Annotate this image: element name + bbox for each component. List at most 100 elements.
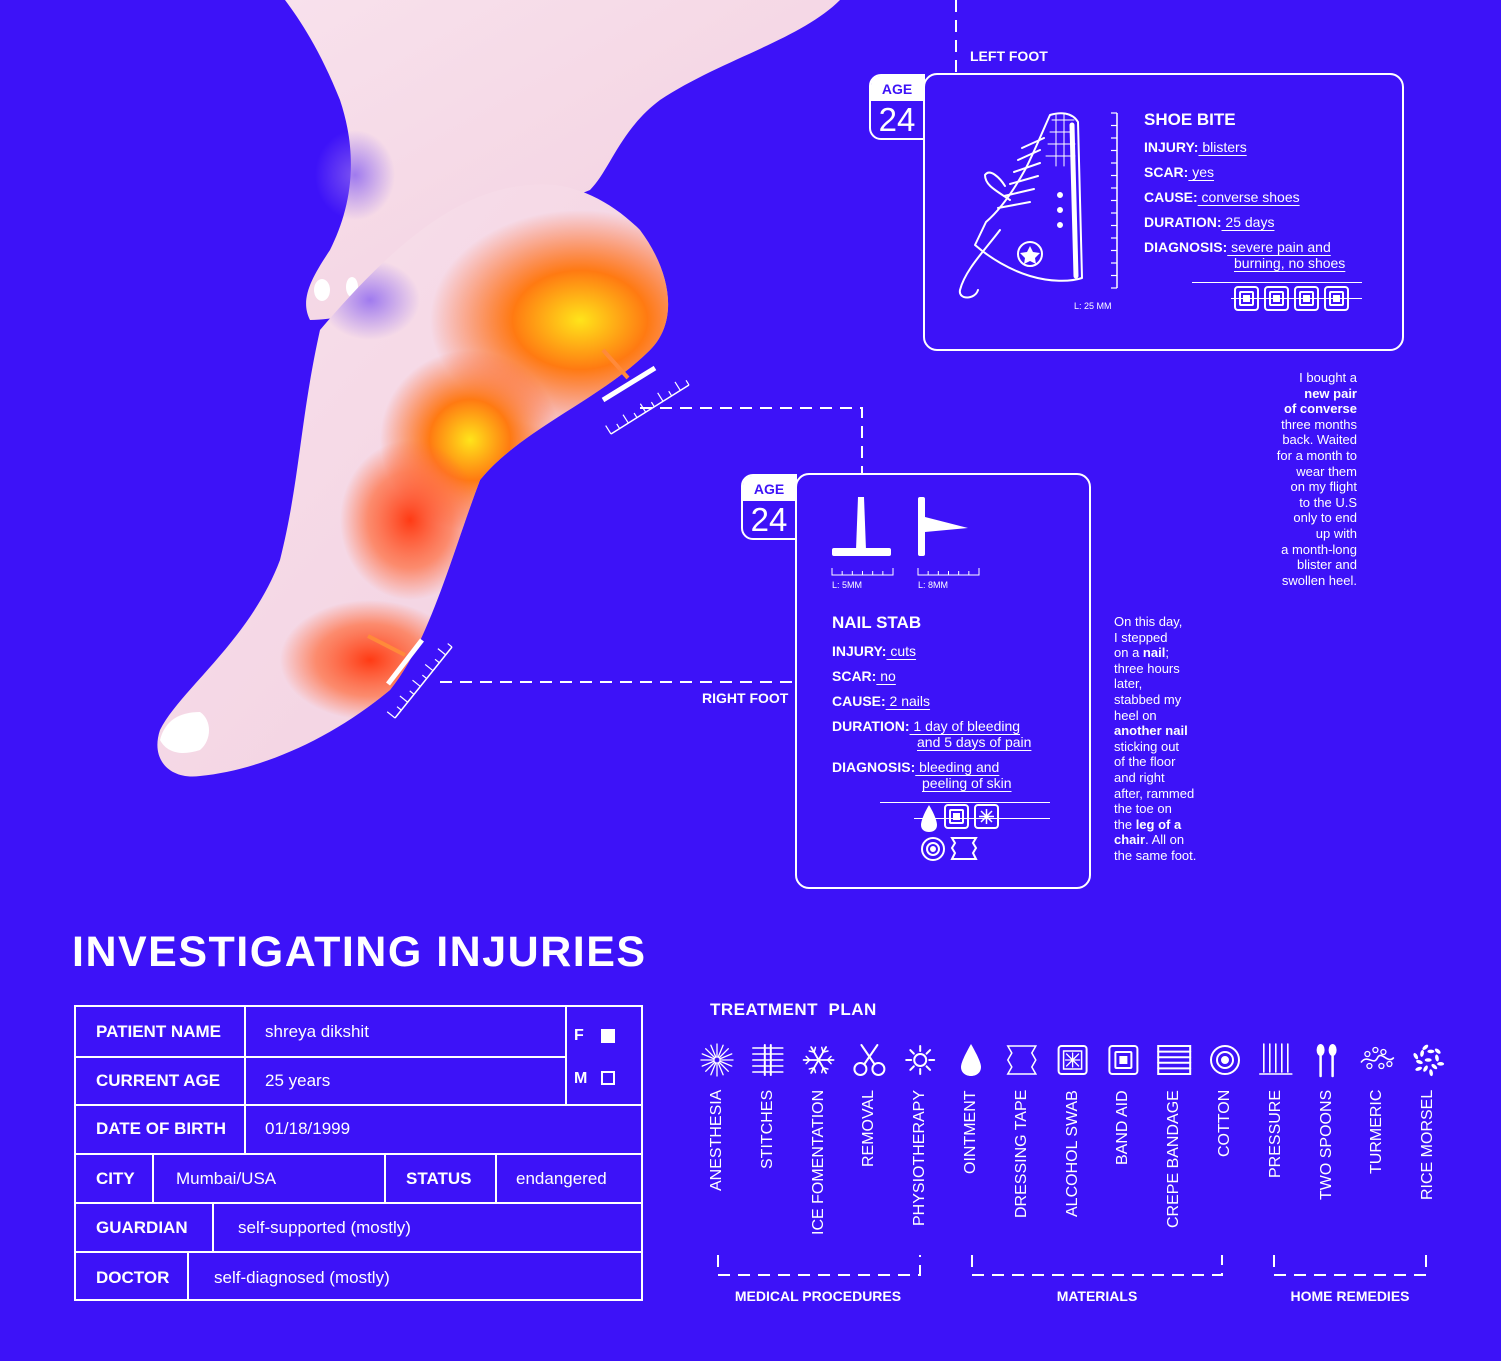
field-row: SCAR: no [832, 668, 896, 684]
treatment-label: ALCOHOL SWAB [1063, 1090, 1081, 1217]
left-card-title: SHOE BITE [1144, 110, 1236, 129]
story-segment: the toe on [1114, 801, 1172, 817]
field-underline [1231, 298, 1362, 299]
field-value: peeling of skin [922, 775, 1012, 791]
field-key: CAUSE: [832, 693, 886, 709]
converse-shoe-icon [958, 112, 1083, 299]
story-line: I stepped [1114, 630, 1196, 646]
sex-m-checkbox[interactable] [601, 1071, 615, 1085]
age-value: 24 [750, 501, 788, 538]
heel-nail [601, 348, 690, 435]
story-segment: the same foot. [1114, 847, 1197, 863]
story-line: the leg of a [1114, 817, 1196, 833]
treatment-label: RICE MORSEL [1419, 1090, 1437, 1201]
story-line: on a nail; [1114, 645, 1196, 661]
left-foot-label: LEFT FOOT [970, 48, 1048, 64]
story-segment: and right [1114, 769, 1165, 785]
story-segment: heel on [1114, 707, 1157, 723]
field-row: CAUSE: 2 nails [832, 693, 930, 709]
big-toenail [160, 712, 209, 753]
field-value: 1 day of bleeding [909, 718, 1021, 734]
treatment-label: BAND AID [1114, 1090, 1132, 1165]
sun-icon [905, 1045, 936, 1075]
field-underline [919, 802, 1050, 803]
field-row: SCAR: yes [1144, 164, 1214, 180]
field-key: CAUSE: [1144, 189, 1198, 205]
patient-table: PATIENT NAME shreya dikshit CURRENT AGE … [74, 1005, 643, 1301]
story-line: to the U.S [1299, 494, 1357, 510]
age-label: AGE [743, 476, 795, 501]
snowflake-icon [802, 1046, 835, 1074]
story-segment: another nail [1114, 723, 1188, 739]
nail1-length-label: L: 5MM [832, 580, 863, 590]
story-segment: on a [1114, 645, 1143, 661]
swab-icon [974, 804, 999, 829]
field-value: 25 days [1221, 214, 1275, 230]
story-line: of the floor [1114, 754, 1196, 770]
story-line: swollen heel. [1281, 572, 1357, 588]
treatment-label: REMOVAL [860, 1090, 878, 1168]
city-value: Mumbai/USA [176, 1169, 277, 1188]
story-segment: stabbed my [1114, 691, 1182, 707]
treatment-label: OINTMENT [962, 1090, 979, 1174]
turmeric-icon [1360, 1046, 1395, 1070]
story-segment: of the floor [1114, 754, 1176, 770]
guardian-value: self-supported (mostly) [238, 1218, 411, 1237]
current-age-value: 25 years [265, 1071, 331, 1090]
connector-lines [440, 0, 1427, 1276]
story-line: chair. All on [1114, 832, 1196, 848]
story-segment: ; [1165, 645, 1169, 661]
story-segment: chair [1114, 832, 1146, 848]
treatment-group-label: MATERIALS [1056, 1288, 1138, 1304]
field-key: SCAR: [832, 668, 877, 684]
field-row-continued: and 5 days of pain [917, 734, 1031, 750]
field-key: DIAGNOSIS: [832, 759, 916, 775]
story-line: back. Waited [1282, 432, 1357, 448]
sex-f-checkbox[interactable] [601, 1029, 615, 1043]
treatment-label: PRESSURE [1266, 1090, 1284, 1179]
stitches-icon [752, 1044, 784, 1076]
field-value: yes [1188, 164, 1215, 180]
story-segment: after, rammed [1114, 785, 1195, 801]
story-line: wear them [1296, 463, 1357, 479]
treatment-label: STITCHES [758, 1090, 776, 1170]
patient-name-label: PATIENT NAME [96, 1022, 221, 1041]
story-segment: . All on [1145, 832, 1185, 848]
treatment-plan-title: TREATMENT PLAN [710, 1000, 877, 1019]
guardian-label: GUARDIAN [96, 1218, 188, 1237]
field-value: blisters [1198, 139, 1247, 155]
field-row: INJURY: cuts [832, 643, 916, 659]
story-line: stabbed my [1114, 692, 1196, 708]
story-line: on my flight [1290, 479, 1357, 495]
story-segment: On this day, [1114, 614, 1183, 629]
page-title: INVESTIGATING INJURIES [72, 928, 647, 976]
patient-name-value: shreya dikshit [265, 1022, 369, 1041]
shoe-length-label: L: 25 MM [1074, 301, 1112, 311]
story-line: after, rammed [1114, 786, 1196, 802]
story-line: of converse [1284, 401, 1357, 417]
field-row: DIAGNOSIS: severe pain and [1144, 239, 1331, 255]
treatment-label: DRESSING TAPE [1012, 1090, 1030, 1219]
swab-icon [1057, 1045, 1088, 1075]
right-foot-card [795, 473, 1091, 889]
scissors-icon [853, 1044, 886, 1076]
treatment-label: COTTON [1216, 1090, 1233, 1158]
story-line: up with [1315, 525, 1357, 541]
field-value: bleeding and [915, 759, 1000, 775]
story-line: On this day, [1114, 614, 1196, 630]
cotton-icon [1210, 1045, 1240, 1075]
treatment-label: TWO SPOONS [1317, 1090, 1335, 1201]
age-value: 24 [878, 101, 916, 138]
story-line: a month-long [1281, 541, 1357, 557]
band-aid-icon [944, 804, 969, 829]
status-label: STATUS [406, 1169, 472, 1188]
story-segment: nail [1142, 645, 1166, 661]
story-line: the toe on [1114, 801, 1196, 817]
treatment-label: CREPE BANDAGE [1165, 1090, 1183, 1228]
story-line: the same foot. [1114, 848, 1196, 864]
story-line: I bought a [1299, 370, 1357, 385]
sex-f-label: F [574, 1027, 584, 1044]
leg-shadow [315, 130, 395, 220]
